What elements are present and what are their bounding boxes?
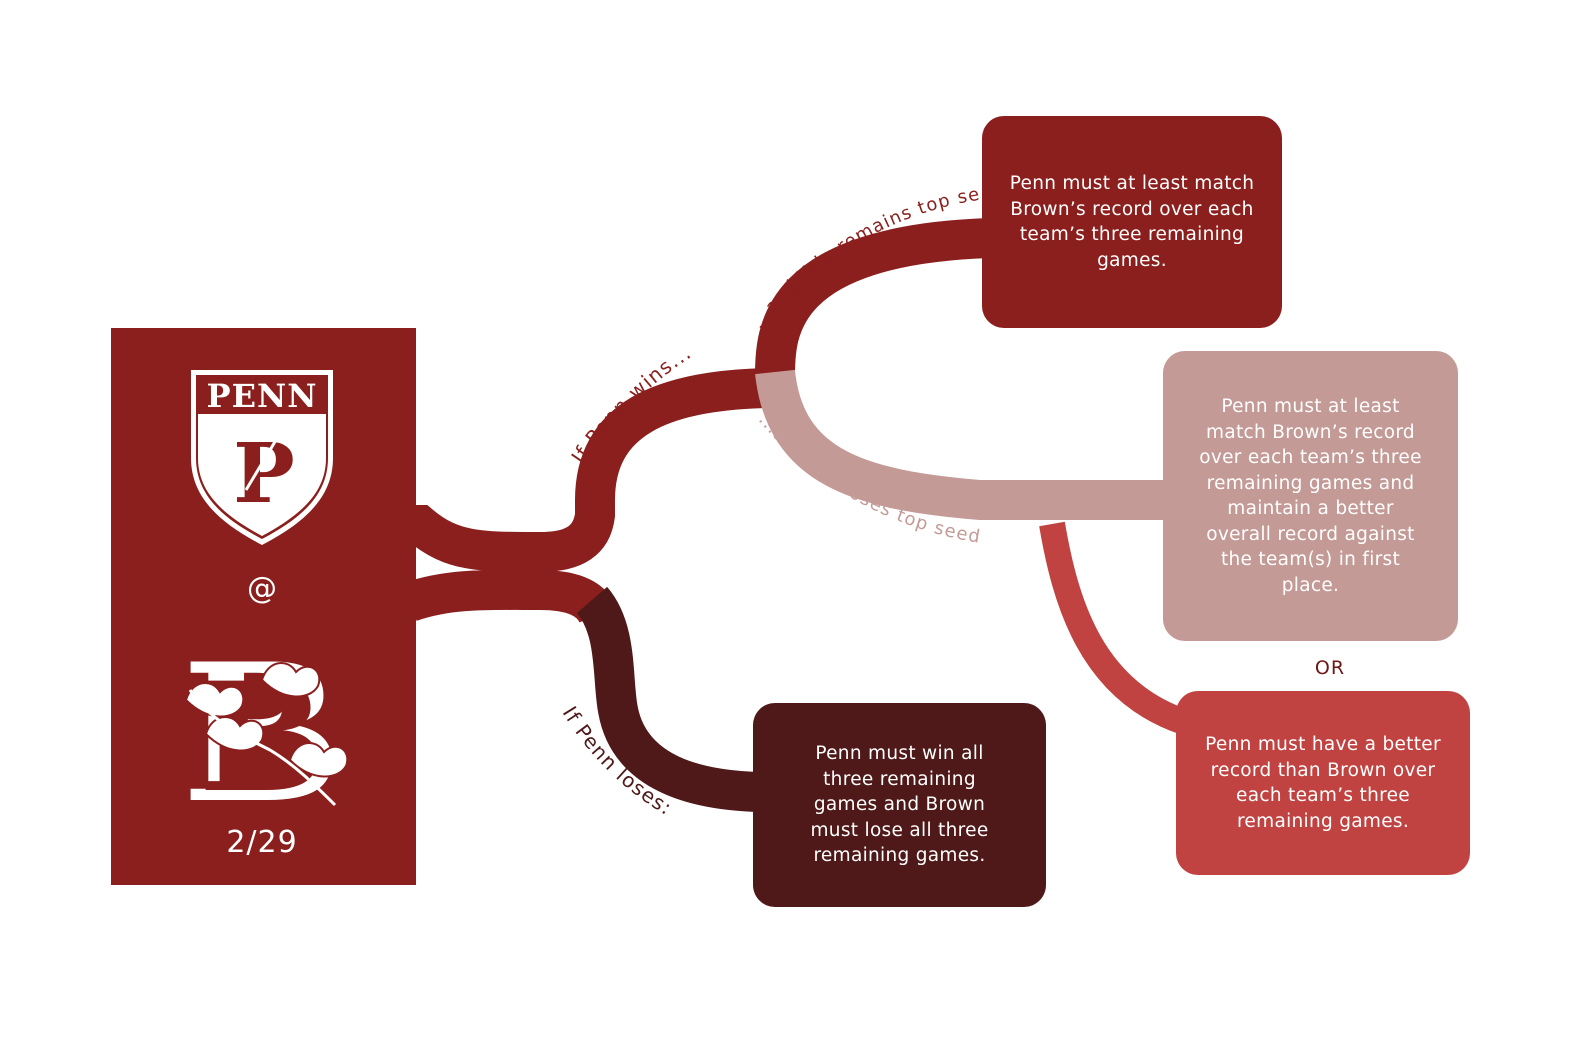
outcome-text-better-record: Penn must have a better record than Brow… bbox=[1205, 734, 1441, 832]
or-label: OR bbox=[1314, 657, 1346, 679]
outcome-text-yale-remains: Penn must at least match Brown’s record … bbox=[1009, 173, 1255, 271]
lose-branch-start bbox=[403, 569, 617, 624]
outcome-box-better-record: Penn must have a better record than Brow… bbox=[1176, 691, 1470, 875]
outcome-box-penn-loses: Penn must win all three remaining games … bbox=[753, 703, 1046, 907]
penn-shield-logo: PENN P bbox=[191, 370, 333, 545]
better-record-branch bbox=[1039, 521, 1189, 735]
outcome-box-yale-remains: Penn must at least match Brown’s record … bbox=[982, 116, 1282, 328]
outcome-text-yale-loses: Penn must at least match Brown’s record … bbox=[1199, 396, 1422, 596]
win-branch bbox=[407, 368, 771, 573]
penn-logo-text: PENN bbox=[207, 377, 318, 415]
outcome-box-yale-loses: Penn must at least match Brown’s record … bbox=[1163, 351, 1458, 641]
at-symbol: @ bbox=[247, 571, 277, 606]
outcome-text-penn-loses: Penn must win all three remaining games … bbox=[810, 743, 989, 867]
yale-loses-branch bbox=[755, 369, 1170, 520]
game-date: 2/29 bbox=[226, 825, 297, 860]
yale-remains-branch bbox=[755, 218, 991, 376]
brown-b-logo: B B bbox=[182, 622, 349, 845]
penn-logo-letter: P bbox=[233, 426, 295, 522]
lose-branch bbox=[575, 586, 761, 812]
